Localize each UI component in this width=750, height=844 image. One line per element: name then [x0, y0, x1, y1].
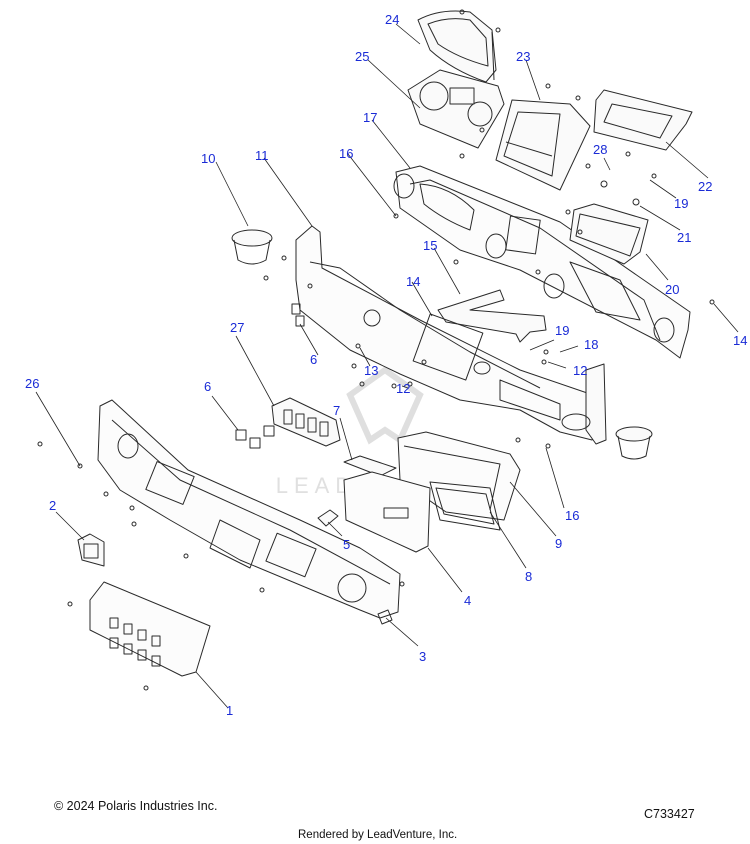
part-1-vent-panel	[89, 581, 211, 677]
part-20-storage-bin	[569, 203, 649, 265]
callout-7: 7	[333, 403, 341, 418]
part-15-bracket	[437, 289, 547, 343]
callout-17: 17	[363, 110, 378, 125]
callout-23: 23	[516, 49, 531, 64]
part-5-latch	[317, 509, 339, 527]
callout-24: 24	[385, 12, 400, 27]
callout-1: 1	[226, 703, 234, 718]
callout-3: 3	[419, 649, 427, 664]
callout-14-right: 14	[733, 333, 748, 348]
callout-22: 22	[698, 179, 713, 194]
callout-11: 11	[255, 148, 269, 163]
callout-6-left: 6	[204, 379, 212, 394]
leader-lines	[35, 23, 739, 709]
part-10-cup-holder	[231, 229, 273, 265]
part-7-seal	[343, 455, 397, 477]
callout-16-lower: 16	[565, 508, 580, 523]
callout-21: 21	[677, 230, 692, 245]
callout-19-upper: 19	[674, 196, 689, 211]
callout-9: 9	[555, 536, 563, 551]
callout-12-right: 12	[573, 363, 588, 378]
callout-16-upper: 16	[339, 146, 354, 161]
part-17-upper-dash	[393, 165, 691, 359]
callout-5: 5	[343, 537, 351, 552]
part-2-bezel	[77, 533, 105, 567]
part-25-gauge-bezel	[407, 69, 505, 149]
callout-4: 4	[464, 593, 472, 608]
callout-20: 20	[665, 282, 680, 297]
callout-19-lower: 19	[555, 323, 570, 338]
part-3-bracket	[377, 609, 393, 625]
part-right-side-panel	[561, 363, 607, 445]
callout-6-upper: 6	[310, 352, 318, 367]
callout-10: 10	[201, 151, 216, 166]
part-11-mid-dash-frame	[295, 225, 605, 441]
part-6-clips	[235, 303, 305, 449]
callout-26: 26	[25, 376, 40, 391]
callout-12-lower: 12	[396, 381, 411, 396]
copyright-text: © 2024 Polaris Industries Inc.	[54, 799, 218, 813]
rendered-by-text: Rendered by LeadVenture, Inc.	[298, 829, 458, 841]
part-23-display-housing	[495, 99, 591, 191]
callout-13: 13	[364, 363, 379, 378]
callout-2: 2	[49, 498, 57, 513]
part-4-glove-box-door	[343, 471, 431, 553]
part-10-cup-holder-right	[615, 426, 653, 460]
diagram-code: C733427	[644, 807, 695, 821]
part-24-gauge-hood	[417, 10, 497, 83]
callout-18: 18	[584, 337, 599, 352]
callout-25: 25	[355, 49, 370, 64]
callout-27: 27	[230, 320, 245, 335]
part-27-switch-panel	[271, 397, 341, 447]
part-22-top-cover	[593, 89, 693, 151]
part-lower-dash	[97, 399, 401, 619]
callout-15: 15	[423, 238, 438, 253]
fasteners	[37, 9, 715, 691]
callout-28: 28	[593, 142, 608, 157]
callout-8: 8	[525, 569, 533, 584]
callout-14-left: 14	[406, 274, 421, 289]
part-8-gasket	[429, 481, 501, 531]
